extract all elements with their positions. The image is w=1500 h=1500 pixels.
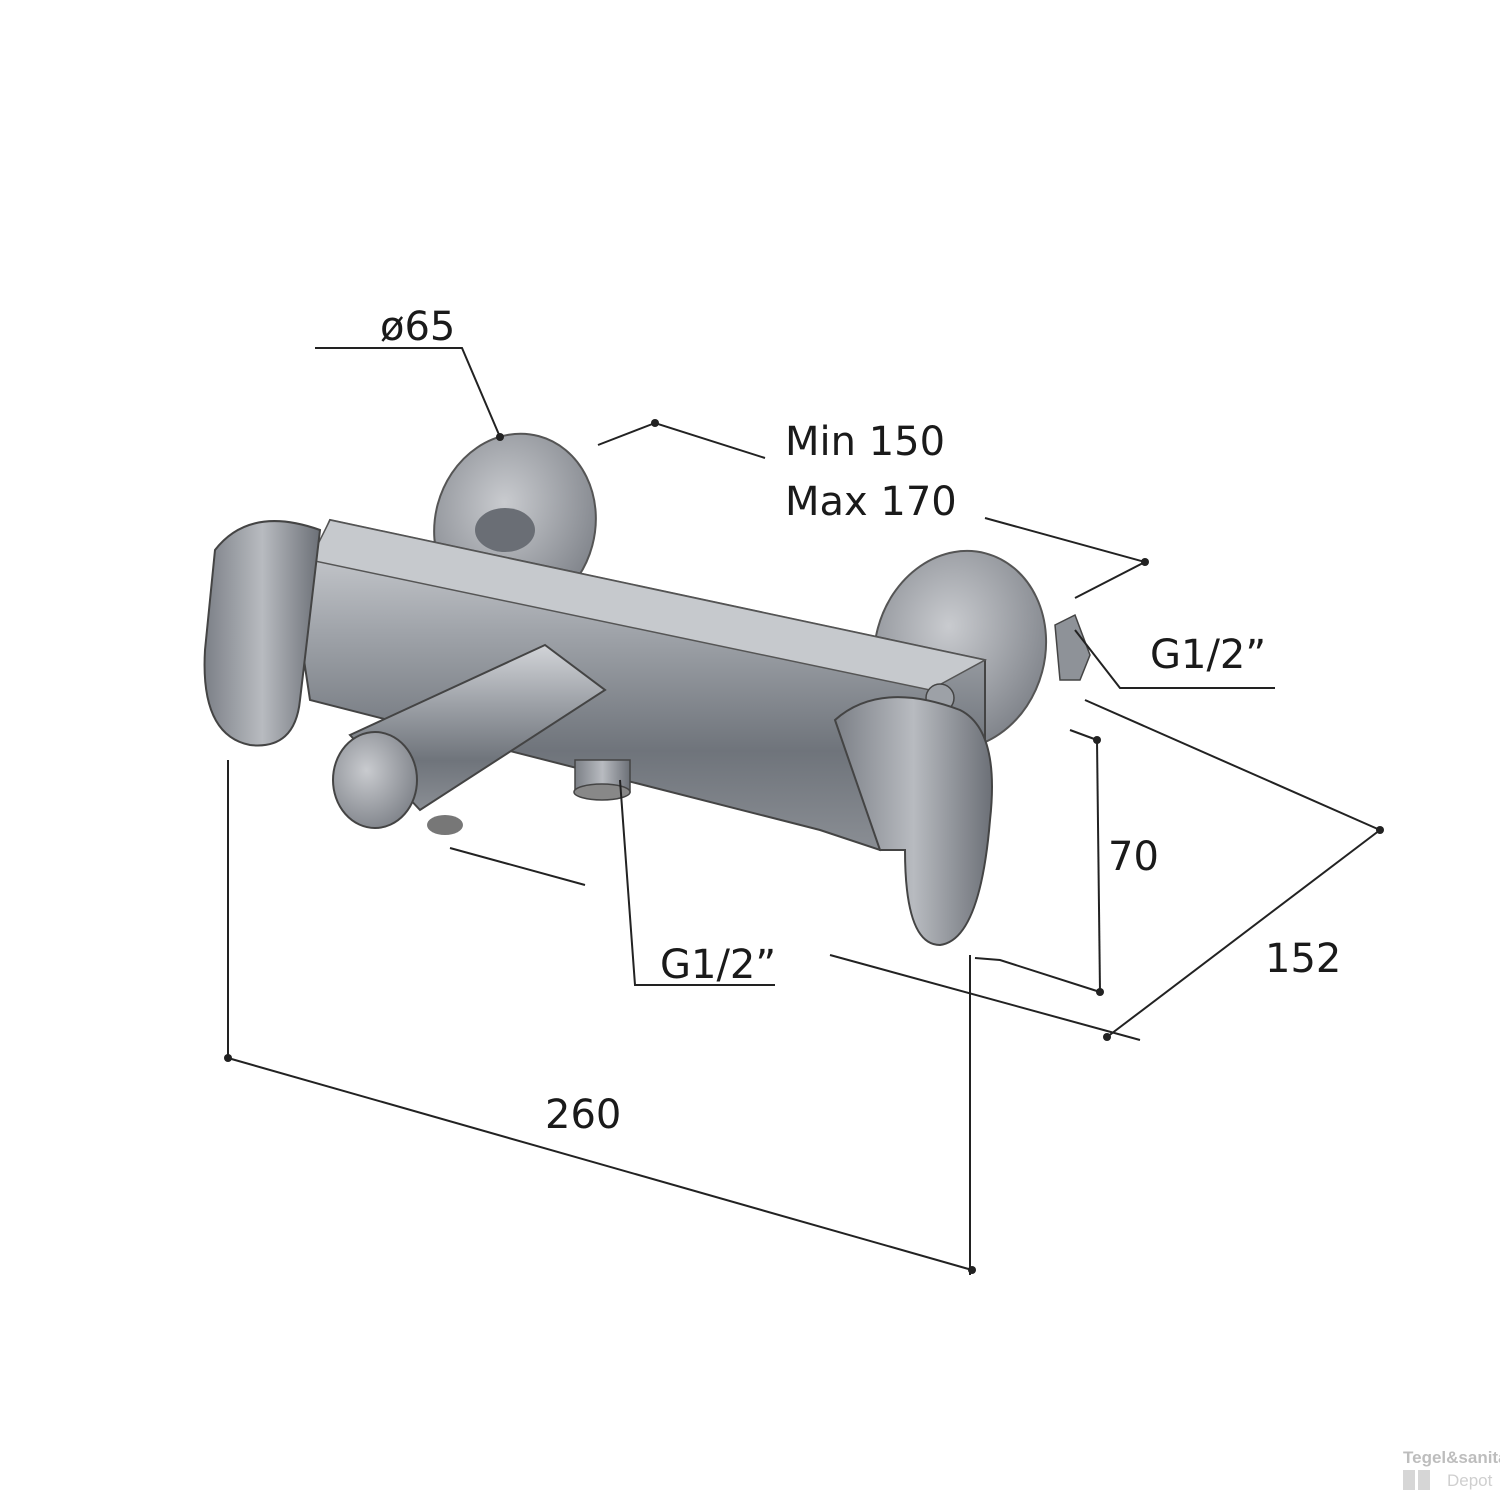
right-handle xyxy=(833,696,993,947)
height-label: 70 xyxy=(1108,834,1159,880)
left-handle xyxy=(203,520,322,747)
watermark-logo: Tegel&sanitair Depot xyxy=(1403,1448,1500,1490)
width-label: 260 xyxy=(545,1092,621,1138)
centre-max-label: Max 170 xyxy=(785,479,957,525)
rosette-diameter-label: ø65 xyxy=(380,304,455,350)
inlet-connector xyxy=(1054,613,1091,681)
depth-label: 152 xyxy=(1265,936,1341,982)
dimension-lines xyxy=(224,347,1384,1275)
watermark-line2: Depot xyxy=(1447,1471,1493,1490)
spout xyxy=(332,643,607,835)
watermark-line1: Tegel&sanitair xyxy=(1403,1448,1500,1467)
centre-min-label: Min 150 xyxy=(785,419,945,465)
inlet-thread-label: G1/2” xyxy=(1150,632,1266,678)
outlet-thread-label: G1/2” xyxy=(660,942,776,988)
